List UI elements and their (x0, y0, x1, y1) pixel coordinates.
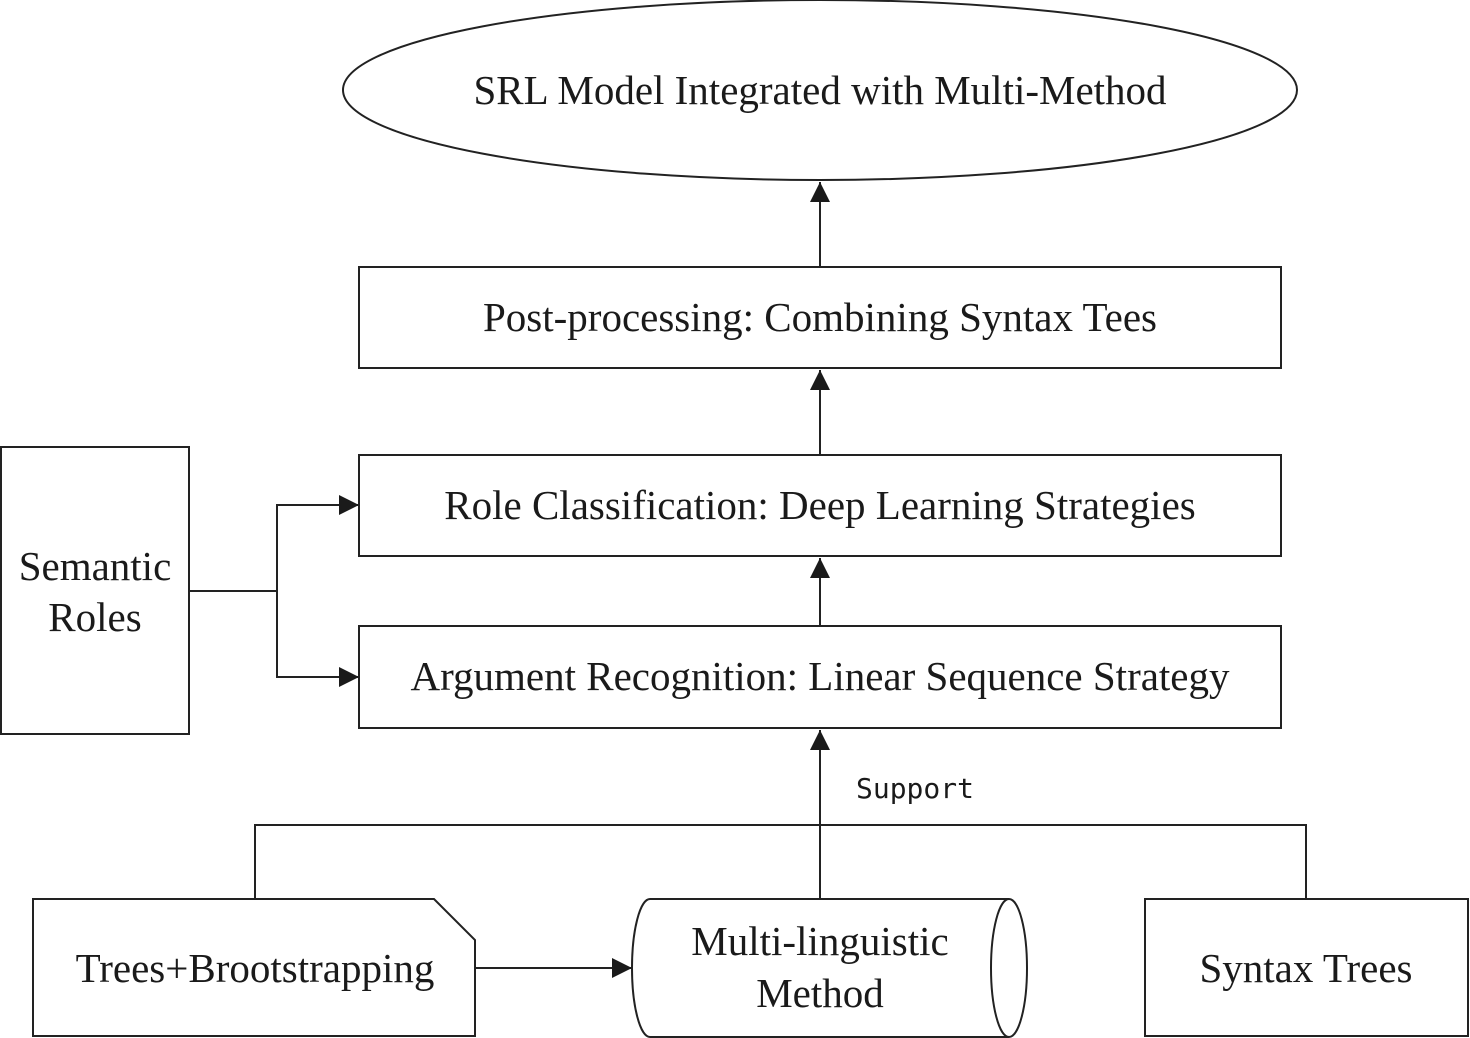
semantic-roles-label-line2: Roles (48, 594, 141, 640)
arrow-semantic-to-role (276, 495, 359, 591)
trees-bootstrapping-label: Trees+Brootstrapping (76, 945, 435, 991)
multi-linguistic-label-line1: Multi-linguistic (691, 918, 948, 964)
post-processing-label: Post-processing: Combining Syntax Tees (483, 294, 1157, 340)
role-classification-node: Role Classification: Deep Learning Strat… (358, 454, 1282, 557)
multi-linguistic-label-line2: Method (756, 970, 884, 1016)
arrow-semantic-to-arg (276, 591, 359, 687)
argument-recognition-node: Argument Recognition: Linear Sequence St… (358, 625, 1282, 729)
syntax-trees-label: Syntax Trees (1199, 945, 1412, 991)
connectors (189, 182, 1307, 978)
trees-bootstrapping-node: Trees+Brootstrapping (32, 898, 476, 1037)
srl-model-label: SRL Model Integrated with Multi-Method (473, 67, 1166, 113)
multi-linguistic-node: Multi-linguistic Method (631, 898, 1028, 1038)
semantic-roles-node: Semantic Roles (0, 446, 190, 735)
role-classification-label: Role Classification: Deep Learning Strat… (444, 482, 1195, 528)
srl-model-node: SRL Model Integrated with Multi-Method (342, 0, 1298, 181)
support-label: Support (856, 772, 974, 805)
syntax-trees-node: Syntax Trees (1144, 898, 1469, 1037)
argument-recognition-label: Argument Recognition: Linear Sequence St… (410, 653, 1230, 699)
support-bracket (254, 824, 1307, 899)
semantic-roles-label-line1: Semantic (19, 543, 172, 589)
post-processing-node: Post-processing: Combining Syntax Tees (358, 266, 1282, 369)
